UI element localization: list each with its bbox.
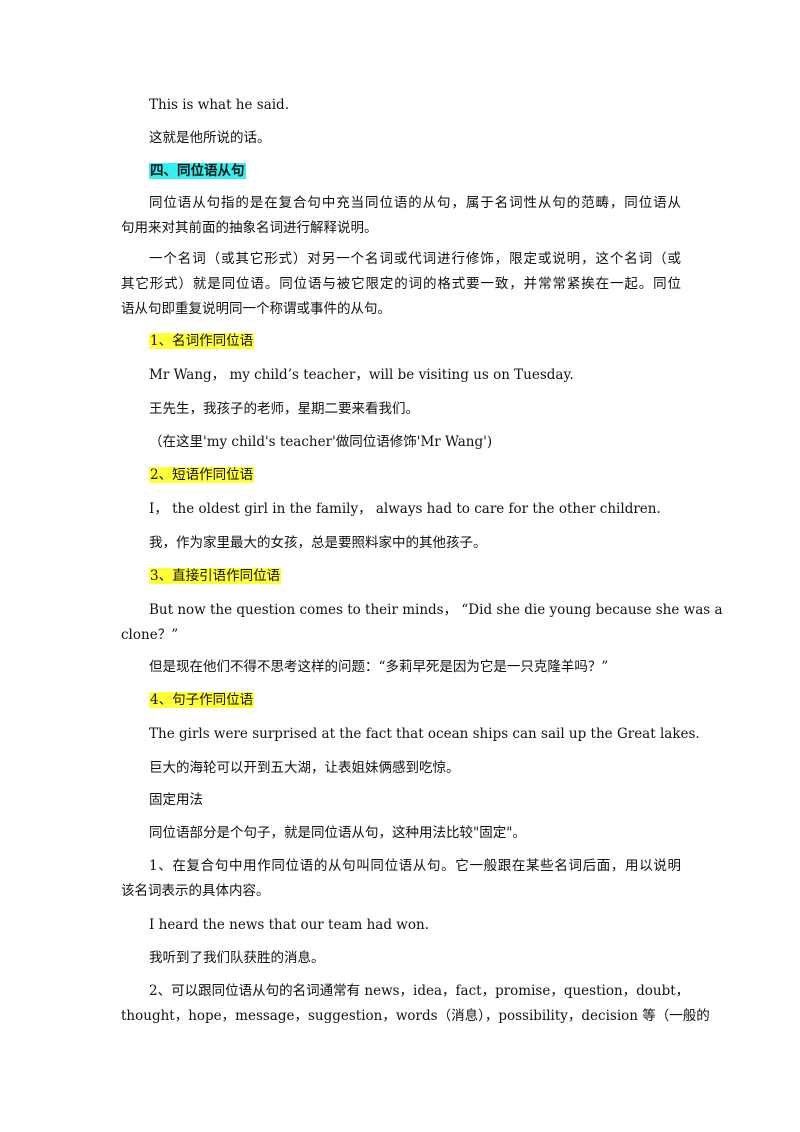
example-sentence: I， the oldest girl in the family， always… — [149, 501, 661, 517]
paragraph-line: 1、在复合句中用作同位语的从句叫同位语从句。它一般跟在某些名词后面，用以说明 — [149, 858, 681, 874]
subheading-text: 2、短语作同位语 — [149, 467, 255, 483]
paragraph-line: 一个名词（或其它形式）对另一个名词或代词进行修饰，限定或说明，这个名词（或 — [149, 251, 681, 267]
example-translation: 我，作为家里最大的女孩，总是要照料家中的其他孩子。 — [149, 535, 487, 551]
paragraph-line: 同位语部分是个句子，就是同位语从句，这种用法比较"固定"。 — [149, 825, 526, 841]
paragraph-line: 语从句即重复说明同一个称谓或事件的从句。 — [121, 301, 391, 317]
paragraph-line: thought，hope，message，suggestion，words（消息… — [121, 1008, 710, 1024]
section-heading: 四、同位语从句 — [149, 162, 681, 180]
paragraph-line: 2、可以跟同位语从句的名词通常有 news，idea，fact，promise，… — [149, 983, 690, 999]
paragraph-line: 同位语从句指的是在复合句中充当同位语的从句，属于名词性从句的范畴，同位语从 — [149, 195, 681, 211]
example-translation: 王先生，我孩子的老师，星期二要来看我们。 — [149, 401, 419, 417]
example-translation: 这就是他所说的话。 — [149, 130, 271, 146]
example-note: （在这里'my child's teacher'做同位语修饰'Mr Wang') — [149, 434, 493, 450]
subheading: 3、直接引语作同位语 — [149, 567, 681, 585]
example-sentence: Mr Wang， my child’s teacher，will be visi… — [149, 367, 574, 383]
example-sentence: I heard the news that our team had won. — [149, 917, 429, 933]
subheading-text: 1、名词作同位语 — [149, 333, 255, 349]
paragraph-line: 该名词表示的具体内容。 — [121, 883, 270, 899]
section-heading-text: 四、同位语从句 — [149, 163, 246, 179]
example-translation: 我听到了我们队获胜的消息。 — [149, 950, 325, 966]
subheading: 2、短语作同位语 — [149, 466, 681, 484]
subheading: 1、名词作同位语 — [149, 332, 681, 350]
paragraph-line: 句用来对其前面的抽象名词进行解释说明。 — [121, 220, 378, 236]
subheading-text: 3、直接引语作同位语 — [149, 568, 282, 584]
example-sentence-cont: clone？” — [121, 627, 179, 643]
subheading: 4、句子作同位语 — [149, 691, 681, 709]
example-translation: 巨大的海轮可以开到五大湖，让表姐妹俩感到吃惊。 — [149, 760, 460, 776]
paragraph-line: 其它形式）就是同位语。同位语与被它限定的词的格式要一致，并常常紧挨在一起。同位 — [121, 276, 681, 292]
example-sentence: The girls were surprised at the fact tha… — [149, 726, 700, 742]
subheading-text: 4、句子作同位语 — [149, 692, 255, 708]
example-sentence: This is what he said. — [149, 97, 289, 113]
example-translation: 但是现在他们不得不思考这样的问题：“多莉早死是因为它是一只克隆羊吗？” — [149, 659, 609, 675]
example-sentence: But now the question comes to their mind… — [149, 602, 723, 618]
subheading-plain: 固定用法 — [149, 792, 203, 808]
